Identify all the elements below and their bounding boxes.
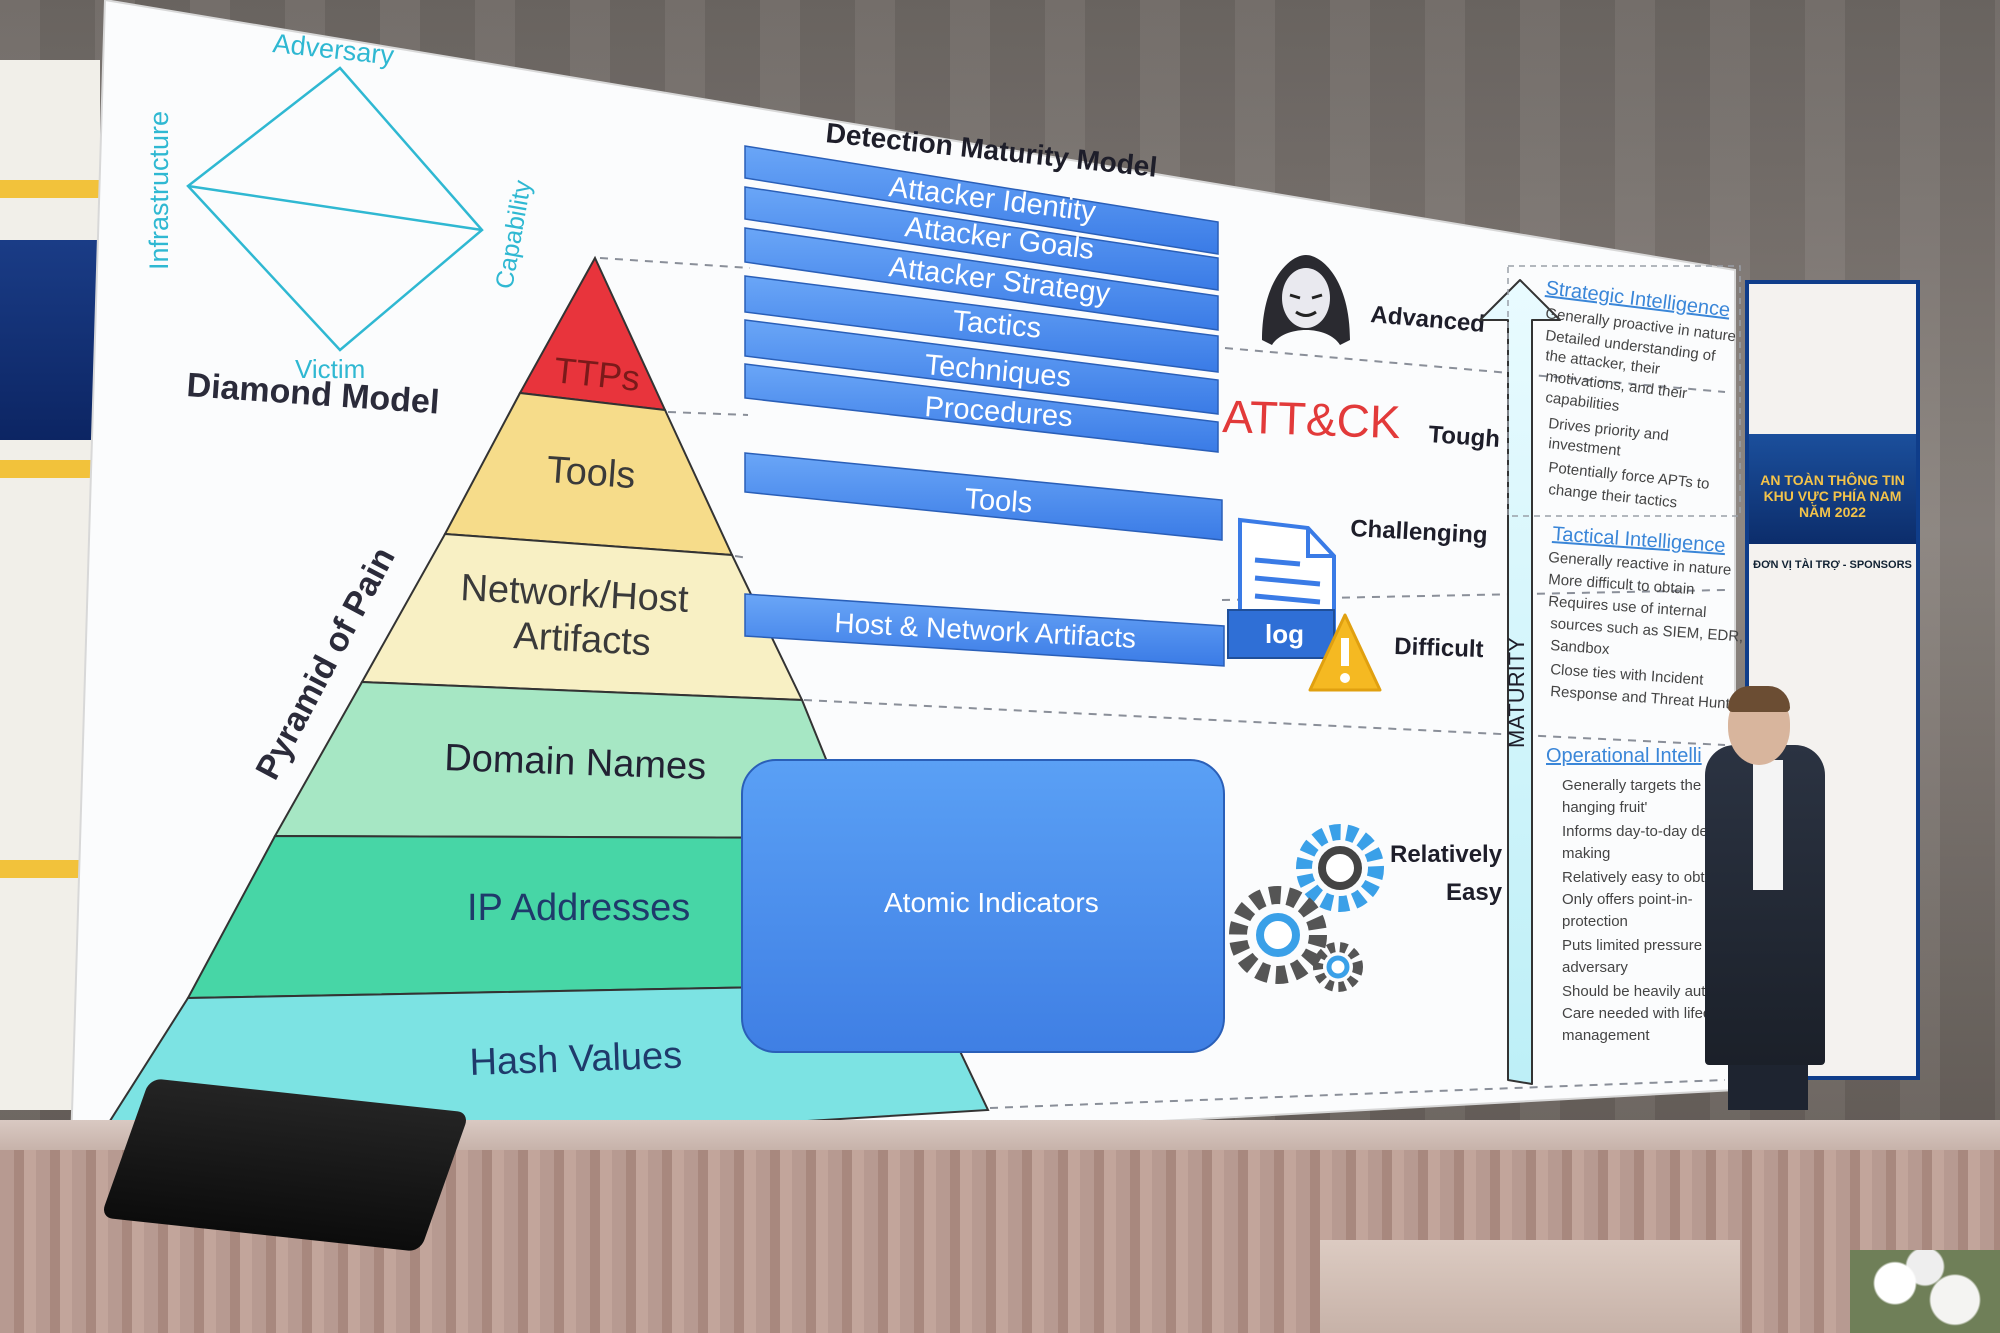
dmm-bar-tactics: Tactics (744, 275, 1219, 373)
left-sponsor-banner (0, 60, 100, 1110)
intel-operational-line: Only offers point-in- (1562, 891, 1693, 908)
warning-icon (1308, 613, 1382, 692)
dmm-bar-label: Tools (964, 483, 1034, 520)
intel-panel-strategic: Strategic Intelligence Generally proacti… (1507, 265, 1741, 517)
intel-operational-line: management (1562, 1027, 1650, 1044)
presenter-legs (1728, 1060, 1808, 1110)
dmm-bar-procedures: Procedures (744, 363, 1219, 453)
intel-panel-operational: Operational Intelli Generally targets th… (1546, 745, 1729, 1044)
maturity-axis-label: MATURITY (1504, 637, 1529, 748)
log-label: log (1265, 619, 1304, 649)
flowers (1850, 1250, 2000, 1333)
diamond-diagonal (187, 184, 483, 232)
banner-title: AN TOÀN THÔNG TIN KHU VỰC PHÍA NAM NĂM 2… (1760, 472, 1905, 520)
presenter-hair (1728, 686, 1790, 712)
guide-lines (599, 257, 1726, 1109)
stage-steps (1320, 1240, 1740, 1333)
log-file-icon: log (1227, 517, 1336, 659)
attck-logo: ATT&CK (1222, 390, 1402, 448)
intel-operational-title: Operational Intelli (1546, 745, 1702, 767)
intel-operational-line: adversary (1562, 959, 1628, 976)
pyramid-label-domain: Domain Names (444, 737, 707, 788)
banner-sponsors-label: ĐƠN VỊ TÀI TRỢ - SPONSORS (1753, 559, 1912, 571)
difficulty-relatively: Relatively (1390, 841, 1503, 868)
intel-operational-line: making (1562, 845, 1610, 862)
dmm-bar-tools: Tools (744, 452, 1223, 541)
difficulty-difficult: Difficult (1394, 633, 1484, 663)
banner-header: AN TOÀN THÔNG TIN KHU VỰC PHÍA NAM NĂM 2… (1749, 434, 1916, 544)
intel-tactical-line: Sandbox (1550, 637, 1611, 658)
intel-operational-line: Puts limited pressure o (1562, 937, 1715, 954)
dmm-atomic-indicators: Atomic Indicators (741, 759, 1225, 1053)
intel-operational-line: Should be heavily autom (1562, 983, 1726, 1000)
hacker-icon (1262, 255, 1350, 345)
diamond-shape (186, 66, 484, 352)
difficulty-labels: Advanced Tough Challenging Difficult Rel… (1350, 301, 1503, 906)
diamond-victim: Victim (295, 354, 365, 384)
pyramid-label-tools: Tools (545, 449, 636, 497)
intel-operational-line: protection (1562, 913, 1628, 930)
intel-operational-line: hanging fruit' (1562, 799, 1648, 816)
difficulty-easy: Easy (1446, 879, 1503, 906)
difficulty-tough: Tough (1428, 421, 1501, 453)
maturity-arrow: MATURITY (1479, 279, 1561, 1085)
dmm-bar-label: Tactics (951, 305, 1042, 345)
intel-operational-line: Care needed with lifecycl (1562, 1005, 1729, 1022)
intel-operational-line: Generally targets the (1562, 777, 1701, 794)
detection-maturity-model: Detection Maturity Model Attacker Identi… (741, 117, 1225, 1053)
gears-icon (1229, 824, 1384, 992)
intel-operational-line: Relatively easy to obt (1562, 869, 1705, 886)
pyramid-label-ip: IP Addresses (467, 887, 690, 929)
atomic-label: Atomic Indicators (884, 887, 1099, 918)
presenter-shirt (1753, 760, 1783, 890)
intel-operational-line: Informs day-to-day de (1562, 823, 1708, 840)
pyramid-label-ttps: TTPs (552, 349, 642, 399)
diamond-infrastructure: Infrastructure (144, 111, 174, 270)
pyramid-label-artifacts: Artifacts (513, 615, 652, 664)
pyramid-label-hash: Hash Values (469, 1035, 683, 1084)
